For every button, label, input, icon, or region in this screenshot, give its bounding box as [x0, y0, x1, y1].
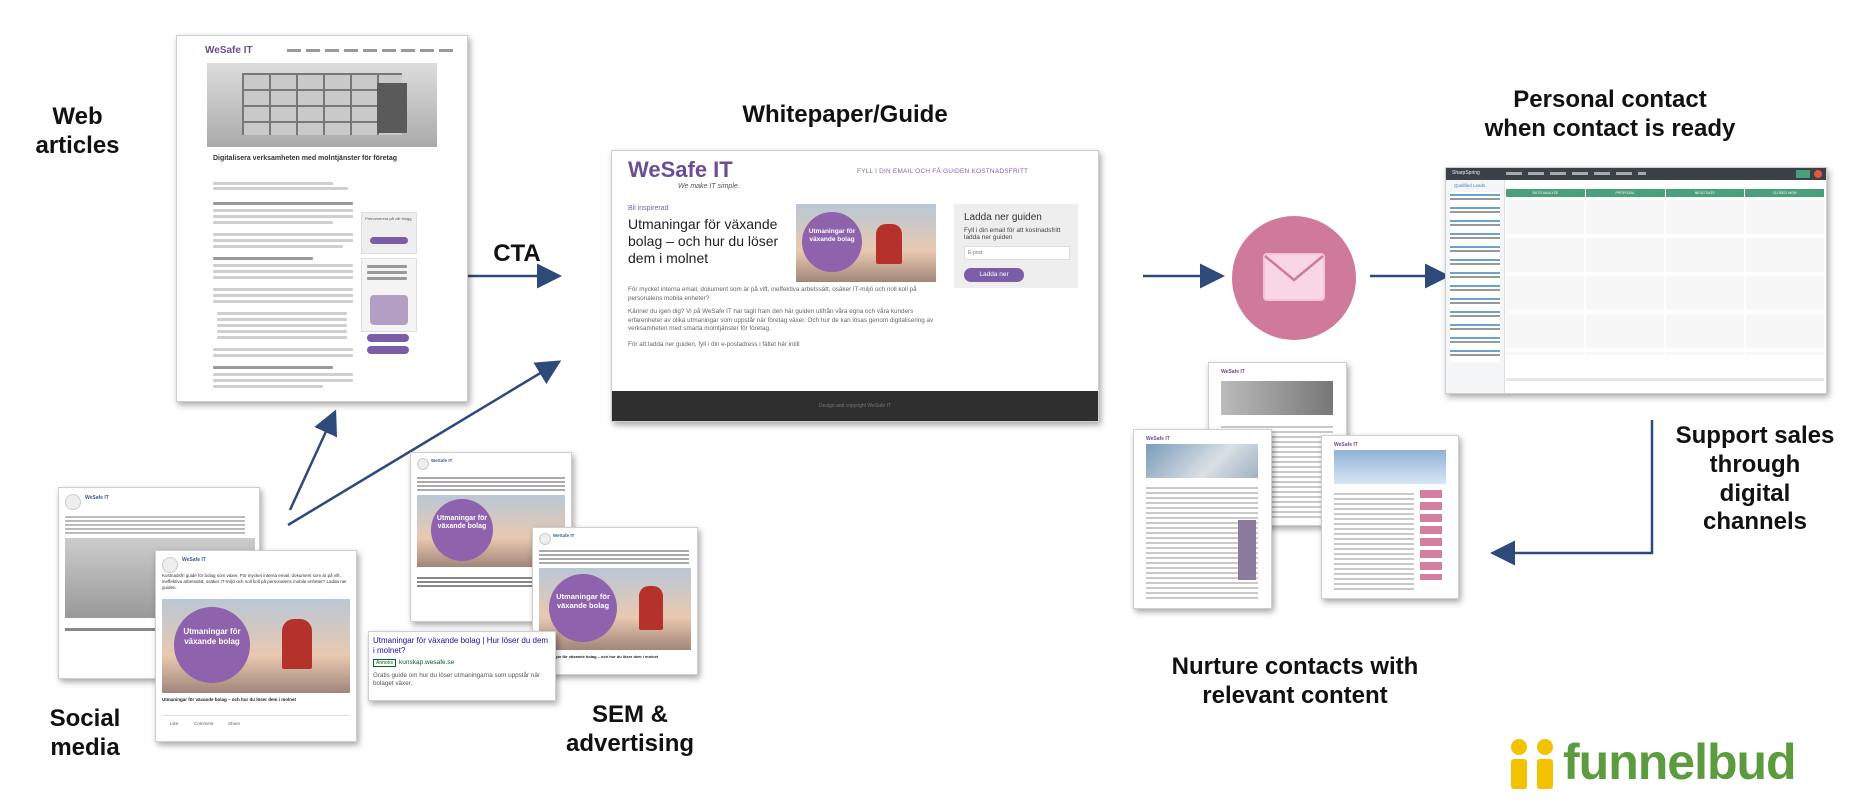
download-button[interactable]: Ladda ner	[964, 268, 1024, 282]
landing-footer: Design and copyright WeSafe IT	[612, 391, 1098, 421]
landing-footer-text: Design and copyright WeSafe IT	[819, 403, 891, 409]
social-post-front: WeSafe IT Kostnadsfri guide för bolag so…	[155, 550, 357, 742]
funnelbud-logo-icon	[1511, 739, 1553, 789]
social-ad-circle: Utmaningar för växande bolag	[174, 607, 250, 683]
crm-app-name: SharpSpring	[1452, 170, 1480, 176]
article-title: Digitalisera verksamheten med molntjänst…	[213, 155, 397, 162]
article-sidebar-button[interactable]	[367, 334, 409, 342]
article-hero-image	[207, 63, 437, 147]
email-circle	[1232, 216, 1356, 340]
sem-ad-front: WeSafe IT Utmaningar för växande bolag U…	[532, 527, 698, 675]
social-page-name: WeSafe IT	[182, 557, 206, 563]
crm-col-1: BUTS ANALYZE	[1506, 189, 1585, 197]
article-sidebar-button-2[interactable]	[367, 346, 409, 354]
crm-card-grid	[1506, 200, 1824, 355]
article-sidebar-text: Prenumerera på vår blogg	[365, 216, 412, 221]
envelope-icon	[1263, 253, 1325, 301]
article-sidebar-box: Prenumerera på vår blogg	[361, 212, 417, 254]
crm-col-4: CLOSED WON	[1745, 189, 1824, 197]
label-whitepaper: Whitepaper/Guide	[742, 101, 948, 128]
label-nurture: Nurture contacts with relevant content	[1171, 653, 1419, 709]
arrow-social-to-guide	[287, 360, 562, 527]
funnelbud-logo-text: funnelbud	[1563, 734, 1797, 790]
landing-brand: WeSafe IT	[628, 157, 733, 182]
social-link-caption[interactable]: Utmaningar för växande bolag – och hur d…	[162, 697, 297, 702]
nurture-brand-2: WeSafe IT	[1146, 436, 1170, 442]
crm-screenshot: SharpSpring Qualified Leads BUTS ANALYZE…	[1445, 167, 1827, 394]
crm-sidebar-list	[1450, 192, 1500, 362]
arrow-social-to-article	[288, 409, 338, 511]
label-social-media: Social media	[49, 705, 121, 761]
like-button[interactable]: Like	[170, 721, 179, 726]
crm-col-2: PROPOSAL	[1585, 189, 1665, 197]
landing-kicker: Bli inspirerad	[628, 205, 669, 212]
landing-tagline: We make IT simple.	[678, 183, 740, 190]
label-web-articles: Web articles	[35, 103, 120, 159]
crm-col-3: NEGOTIATE	[1665, 189, 1745, 197]
landing-form: Ladda ner guiden Fyll i din email för at…	[954, 204, 1078, 288]
sem-front-caption[interactable]: Utmaningar för växande bolag – och hur d…	[539, 654, 659, 659]
social-page-name-back: WeSafe IT	[85, 495, 109, 501]
email-field[interactable]	[964, 246, 1070, 260]
search-ad-description: Gratis guide om hur du löser utmaningarn…	[373, 672, 540, 688]
nurture-brand-1: WeSafe IT	[1221, 369, 1245, 375]
comment-button[interactable]: Comment	[194, 721, 214, 726]
crm-topbar: SharpSpring	[1446, 168, 1826, 180]
sem-back-page-name: WeSafe IT	[431, 458, 453, 463]
sem-front-image: Utmaningar för växande bolag	[539, 568, 691, 650]
landing-top-cta[interactable]: FYLL I DIN EMAIL OCH FÅ GUIDEN KOSTNADSF…	[857, 168, 1029, 175]
whitepaper-landing-page: WeSafe IT We make IT simple. FYLL I DIN …	[611, 150, 1099, 422]
search-ad-headline[interactable]: Utmaningar för växande bolag | Hur löser…	[373, 636, 549, 655]
landing-hero-image: Utmaningar för växande bolag	[796, 204, 936, 282]
landing-body-3: För att ladda ner guiden, fyll i din e-p…	[628, 341, 800, 348]
search-ad: Utmaningar för växande bolag | Hur löser…	[368, 631, 556, 701]
web-article-screenshot: WeSafe IT Digitalisera verksamheten med …	[176, 35, 468, 402]
label-sem: SEM & advertising	[565, 701, 695, 757]
sem-front-page-name: WeSafe IT	[553, 533, 575, 538]
article-brand: WeSafe IT	[205, 45, 253, 56]
label-support-sales: Support sales through digital channels	[1675, 422, 1835, 536]
funnelbud-logo: funnelbud	[1505, 733, 1845, 795]
search-ad-url[interactable]: kunskap.wesafe.se	[399, 659, 455, 666]
landing-headline: Utmaningar för växande bolag – och hur d…	[628, 216, 779, 266]
nurture-page-2: WeSafe IT	[1133, 429, 1272, 609]
search-ad-badge: Annons	[373, 659, 396, 667]
label-cta: CTA	[493, 240, 541, 267]
form-text: Fyll i din email för att kostnadsfritt l…	[964, 227, 1061, 241]
share-button[interactable]: Share	[228, 721, 241, 726]
landing-body-2: Känner du igen dig? Vi på WeSafe IT har …	[628, 308, 934, 332]
article-sidebar-ad	[361, 258, 417, 332]
crm-filter[interactable]: Qualified Leads	[1454, 183, 1486, 188]
nurture-page-3: WeSafe IT	[1321, 435, 1459, 599]
social-ad-image: Utmaningar för växande bolag	[162, 599, 350, 693]
crm-columns-header: BUTS ANALYZE PROPOSAL NEGOTIATE CLOSED W…	[1506, 189, 1824, 197]
crm-footer	[1506, 378, 1824, 381]
article-nav	[287, 49, 457, 52]
landing-ad-circle: Utmaningar för växande bolag	[802, 212, 862, 272]
label-personal-contact: Personal contact when contact is ready	[1484, 86, 1736, 142]
landing-body-1: För mycket interna email, dokument som ä…	[628, 286, 917, 302]
nurture-brand-3: WeSafe IT	[1334, 442, 1358, 448]
form-title: Ladda ner guiden	[964, 212, 1042, 223]
social-post-text: Kostnadsfri guide för bolag som växer. F…	[162, 573, 347, 590]
arrow-support-to-nurture	[1490, 420, 1654, 566]
